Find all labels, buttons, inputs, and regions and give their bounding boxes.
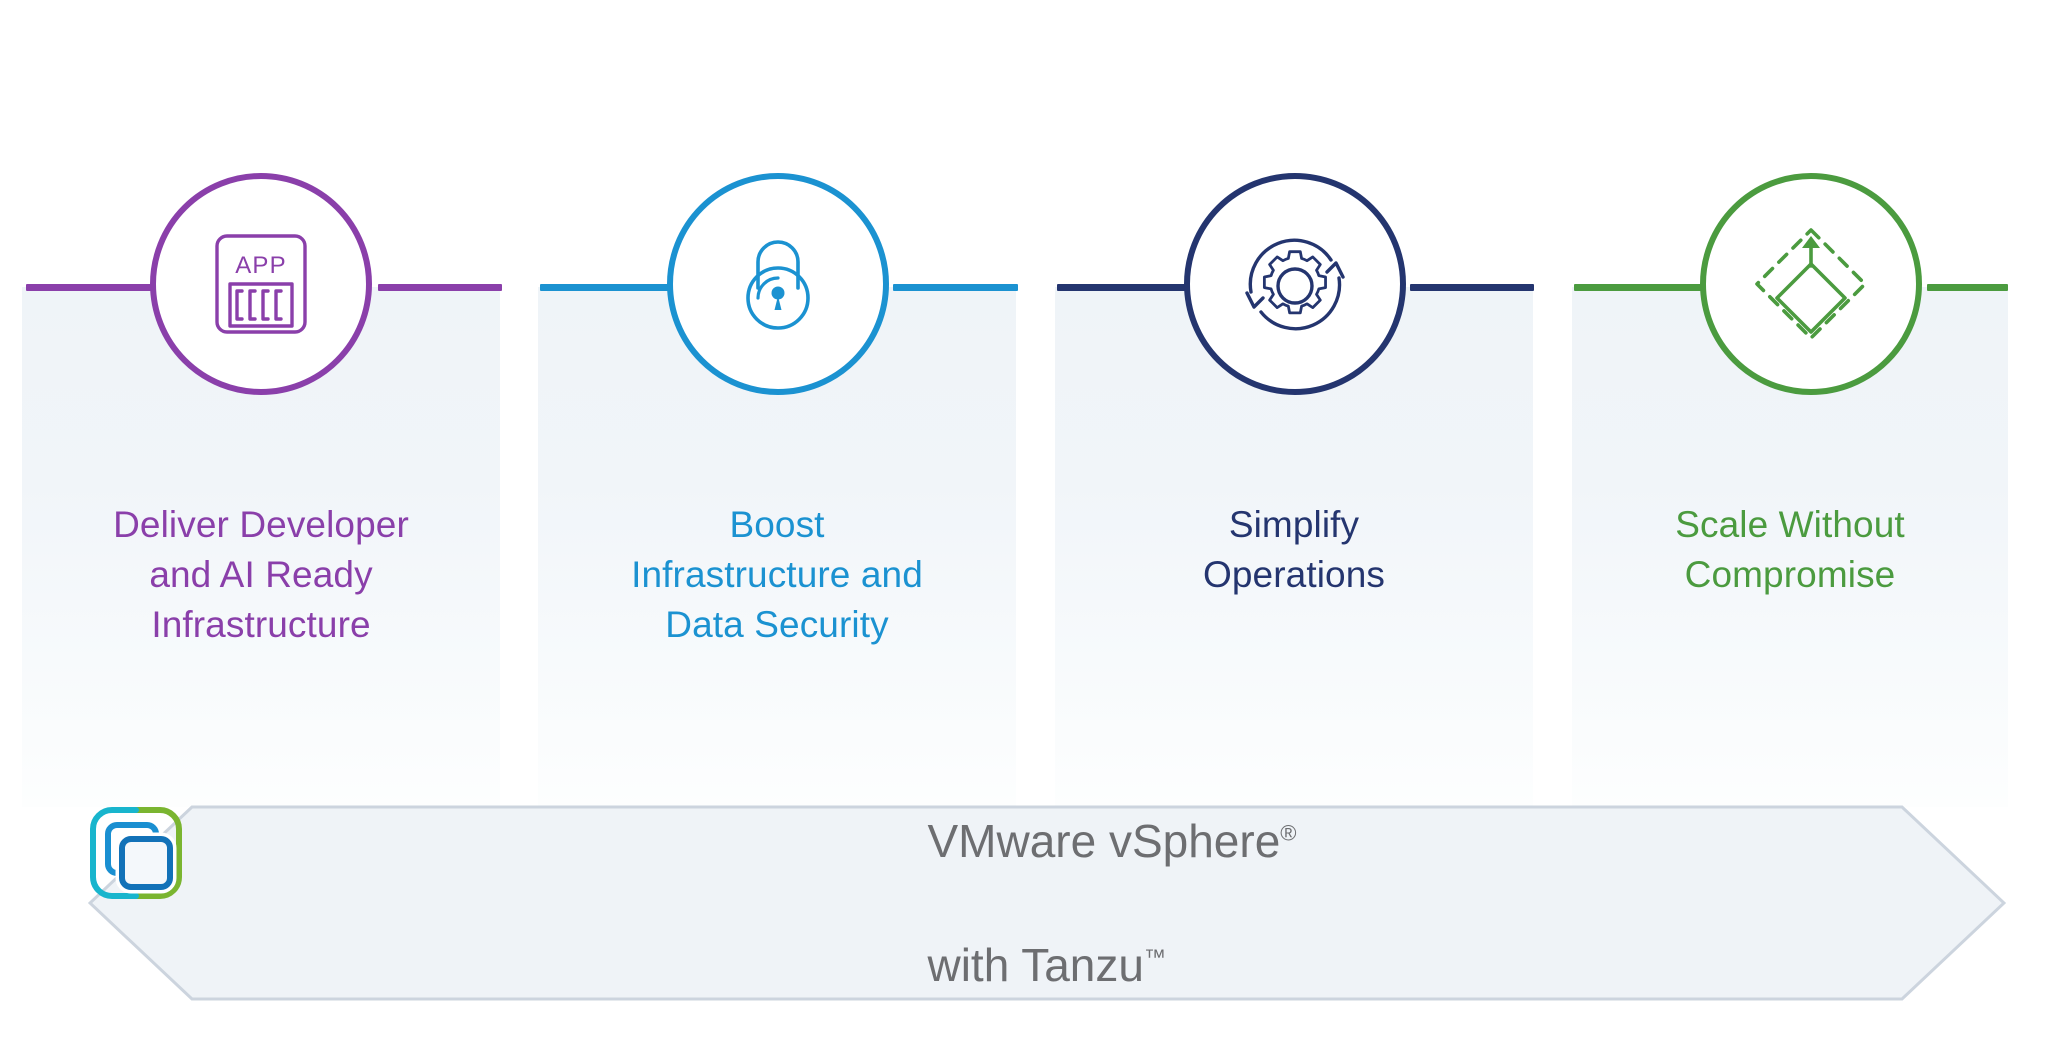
pillar-node-1[interactable]: APP: [150, 173, 372, 395]
product-name: VMware vSphere® with Tanzu™: [927, 748, 1296, 1058]
product-name-line-1: VMware vSphere®: [927, 815, 1297, 867]
registered-mark: ®: [1280, 820, 1297, 846]
pillar-label-1: Deliver Developer and AI Ready Infrastru…: [113, 504, 409, 645]
gear-refresh-icon: [1231, 220, 1359, 348]
connector-rail-1-right: [378, 284, 502, 291]
connector-rail-3-right: [1410, 284, 1534, 291]
pillar-node-4[interactable]: [1700, 173, 1922, 395]
connector-rail-1-left: [26, 284, 158, 291]
connector-rail-2-right: [893, 284, 1018, 291]
pillar-label-2: Boost Infrastructure and Data Security: [631, 504, 923, 645]
vmware-vsphere-tanzu-logo: [90, 807, 893, 951]
connector-rail-4-right: [1927, 284, 2008, 291]
connector-rail-3-left: [1057, 284, 1189, 291]
pillar-node-3[interactable]: [1184, 173, 1406, 395]
connector-rail-2-left: [540, 284, 672, 291]
pillar-label-4: Scale Without Compromise: [1675, 504, 1905, 595]
app-container-icon: APP: [201, 224, 321, 344]
connector-rail-4-left: [1574, 284, 1706, 291]
banner-hexagon-shape: [88, 805, 2006, 1001]
pillar-label-3: Simplify Operations: [1203, 504, 1385, 595]
pillar-node-2[interactable]: [667, 173, 889, 395]
product-name-line-2: with Tanzu™: [927, 939, 1166, 991]
product-banner[interactable]: VMware vSphere® with Tanzu™: [88, 805, 2006, 1001]
svg-text:APP: APP: [235, 252, 287, 279]
scale-diamond-arrow-icon: [1749, 222, 1873, 346]
trademark-mark: ™: [1143, 944, 1166, 970]
padlock-icon: [718, 224, 838, 344]
